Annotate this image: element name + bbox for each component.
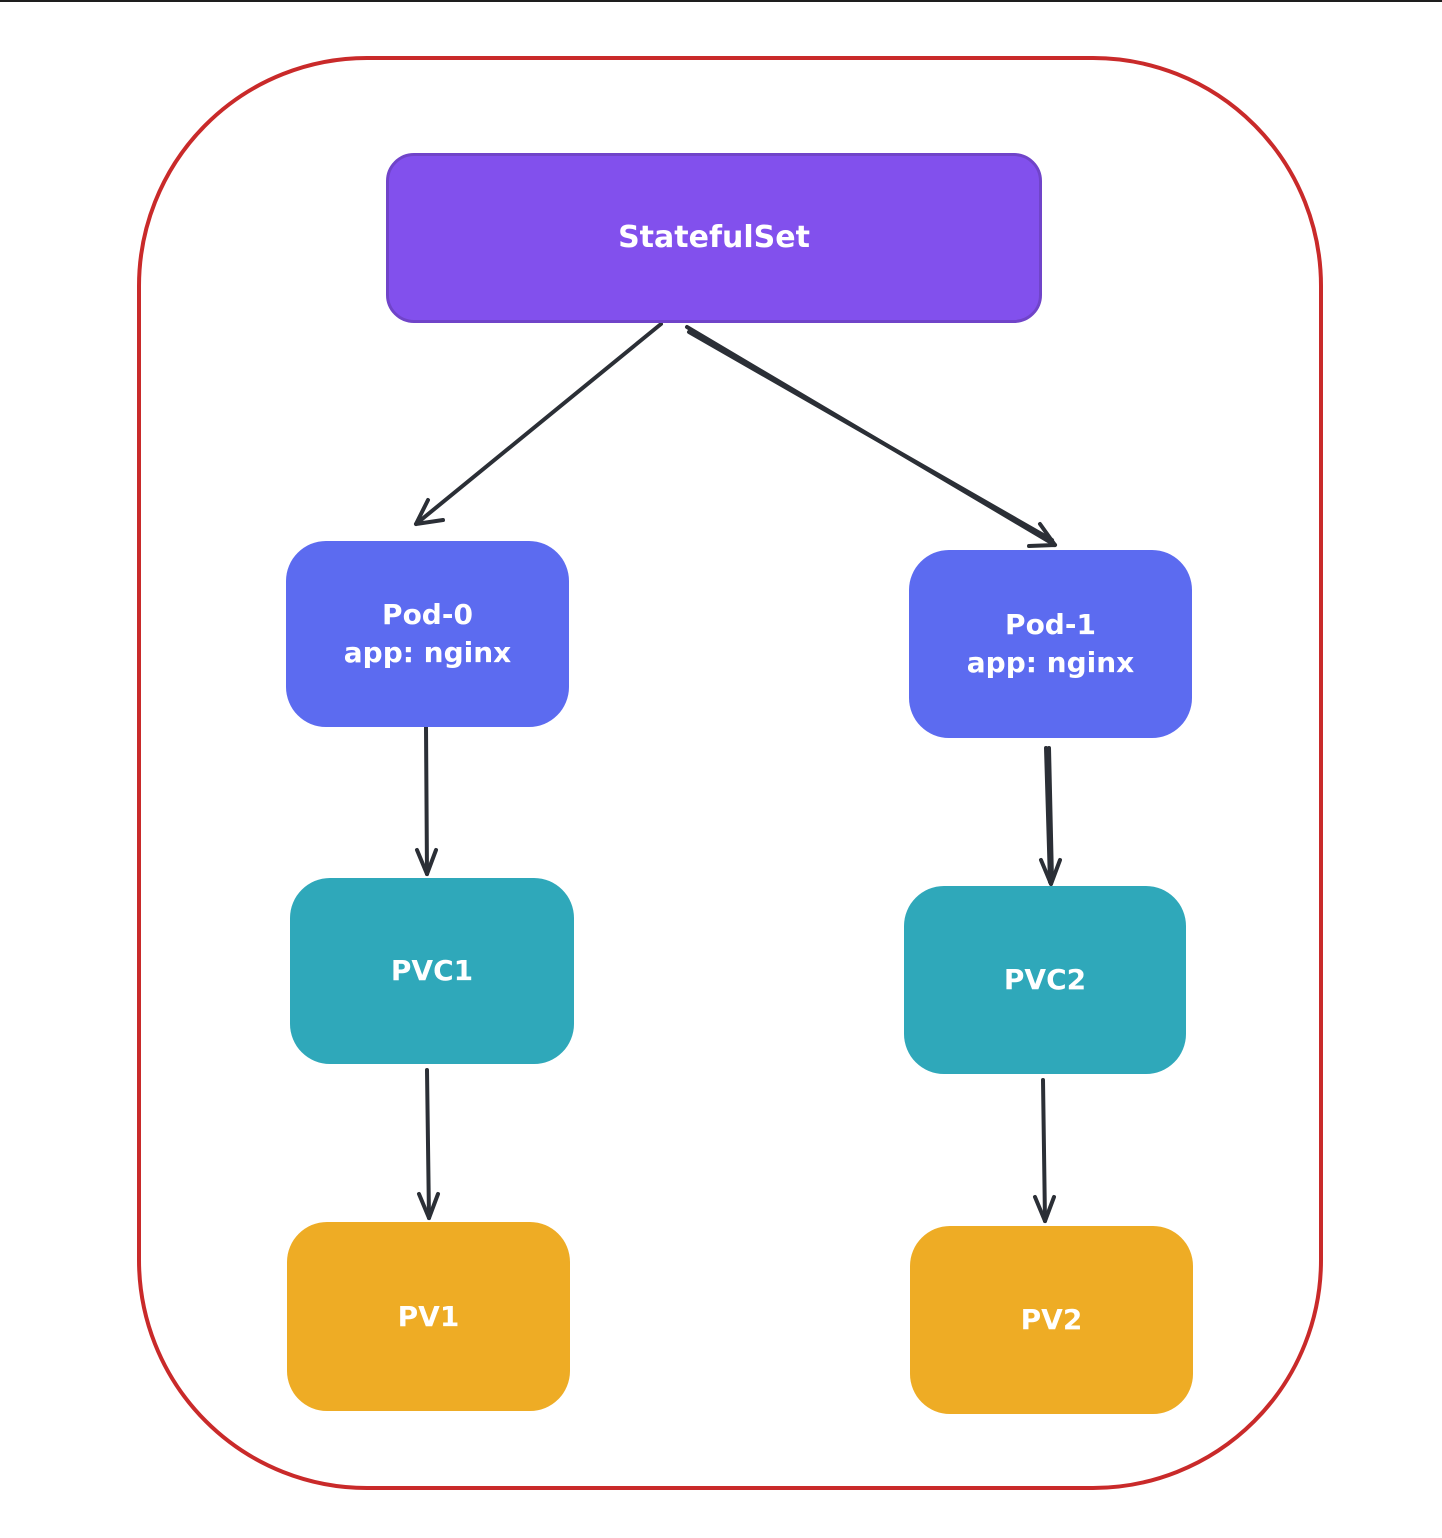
pod-0-app-label: app: nginx — [343, 636, 512, 669]
pvc2-label: PVC2 — [1003, 963, 1087, 997]
top-border-line — [0, 0, 1442, 2]
pvc2-node: PVC2 — [904, 886, 1186, 1074]
statefulset-label: StatefulSet — [618, 219, 810, 255]
pv1-node: PV1 — [287, 1222, 570, 1411]
pod-0-label: Pod-0 — [382, 598, 473, 632]
pv2-node: PV2 — [910, 1226, 1193, 1414]
pod-1-app-label: app: nginx — [966, 646, 1135, 679]
arrow-statefulset-to-pod1 — [685, 325, 1057, 548]
pod-1-node: Pod-1 app: nginx — [909, 550, 1192, 738]
arrow-pod1-to-pvc2 — [1039, 746, 1062, 886]
cluster-frame — [137, 56, 1323, 1490]
pvc1-label: PVC1 — [390, 954, 474, 988]
statefulset-node: StatefulSet — [386, 153, 1042, 323]
arrow-statefulset-to-pod0 — [414, 322, 663, 526]
pod-1-label: Pod-1 — [1005, 608, 1096, 642]
pv2-label: PV2 — [1020, 1303, 1083, 1337]
pvc1-node: PVC1 — [290, 878, 574, 1064]
arrow-pvc2-to-pv2 — [1033, 1078, 1056, 1223]
pv1-label: PV1 — [397, 1299, 460, 1333]
arrow-pod0-to-pvc1 — [415, 724, 438, 876]
arrow-pvc1-to-pv1 — [417, 1068, 440, 1220]
pod-0-node: Pod-0 app: nginx — [286, 541, 569, 727]
